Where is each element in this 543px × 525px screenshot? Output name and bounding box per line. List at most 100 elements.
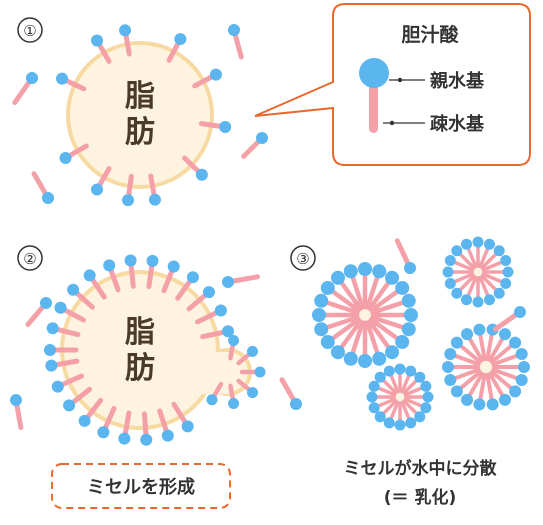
hydrophilic-head [473, 398, 486, 411]
free-bile-acid [394, 238, 416, 274]
micelle-bile-acid [365, 320, 387, 366]
panel-3-free-bile-acids [394, 238, 526, 332]
panel-3-micelles [312, 236, 530, 431]
hydrophilic-head [122, 194, 135, 207]
hydrophilic-head [202, 286, 215, 299]
hydrophilic-head [118, 432, 131, 445]
micelle-bile-acid [369, 317, 410, 350]
hydrophilic-head [140, 433, 153, 446]
hydrophilic-head [483, 238, 495, 250]
micelle-bile-acid [51, 373, 85, 393]
hydrophilic-head [420, 402, 432, 414]
hydrophilic-head [254, 366, 266, 378]
panel-1-number: ① [23, 22, 36, 40]
hydrophilic-head [509, 336, 522, 349]
fat-label-2-bottom: 肪 [125, 351, 155, 386]
bile-acid-legend-callout: 胆汁酸 親水基 疎水基 [254, 3, 531, 166]
micelle-bile-acid [320, 280, 361, 313]
hydrophilic-head [518, 361, 530, 373]
hydrophilic-head [461, 328, 473, 341]
micelle-bile-acid [478, 275, 495, 306]
micelle-bile-acid [78, 397, 104, 427]
micelle-bile-acid [236, 378, 259, 399]
micelle-bile-acid [140, 411, 153, 446]
micelle-bile-acid [45, 358, 80, 372]
hydrophilic-head [385, 270, 400, 285]
hydrophilic-head [10, 394, 22, 406]
micelle-bile-acid [383, 400, 400, 429]
micelle-bile-acid [370, 293, 416, 315]
micelle-bile-acid [124, 254, 137, 289]
panel-2-caption: ミセルを形成 [87, 476, 195, 498]
legend-title: 胆汁酸 [401, 23, 459, 46]
micelle-bile-acid [472, 236, 484, 268]
hydrophilic-head [358, 354, 372, 368]
micelle-bile-acid [374, 371, 398, 395]
panel-2-number-badge: ② [17, 245, 43, 271]
attached-bile-acid [56, 72, 87, 92]
micelle-bile-acid [451, 274, 476, 299]
attached-bile-acid [119, 24, 132, 57]
micelle-bile-acid [83, 269, 107, 300]
hydrophilic-head [91, 34, 103, 47]
hydrophilic-head [42, 192, 54, 204]
micelle-bile-acid [461, 328, 484, 363]
micelle-bile-acid [314, 293, 360, 315]
micelle-bile-acid [103, 259, 121, 293]
panel-3-number: ③ [296, 250, 309, 268]
micelle-bile-acid [481, 255, 512, 272]
micelle-bile-acid [343, 264, 365, 310]
micelle-bile-acid [485, 372, 499, 411]
hydrophilic-head [26, 72, 38, 84]
hydrophilic-head [374, 411, 386, 423]
attached-bile-acid [198, 120, 232, 133]
hydrophilic-head [515, 373, 528, 386]
hydrophilic-head [404, 308, 418, 322]
hydrophilic-head [404, 262, 416, 274]
hydrophilic-head [54, 301, 67, 314]
hydrophilic-head [148, 193, 161, 206]
hydrophilic-head [442, 361, 454, 373]
micelle-bile-acid [383, 365, 400, 394]
panel-3-caption-line2: (＝ 乳化) [384, 487, 456, 508]
micelle-bile-acid [461, 275, 478, 306]
hydrophilic-head [214, 304, 227, 317]
hydrophilic-head [394, 363, 406, 375]
micelle-bile-acid [402, 399, 426, 423]
free-bile-acid [228, 24, 244, 60]
hydrophilic-head [422, 391, 434, 403]
panel-2-free-bile-acids [10, 274, 302, 431]
micelle-bile-acid [157, 408, 174, 442]
micelle-bile-acid [67, 283, 95, 310]
hydrophilic-head [500, 277, 512, 289]
hydrophilic-head [314, 322, 329, 337]
micelle-bile-acid [367, 270, 400, 311]
hydrophilic-head [256, 132, 268, 144]
micelle-bile-acid [488, 328, 511, 363]
hydrophilic-head [59, 152, 72, 164]
micelle-bile-acid [228, 383, 240, 410]
micelle-bile-acid [206, 381, 224, 406]
attached-bile-acid [192, 68, 222, 89]
hydrophilic-head [493, 245, 505, 257]
micelle-bile-acid [480, 274, 505, 299]
hydrophilic-head [195, 168, 208, 181]
micelle-bile-acid [488, 371, 511, 406]
hydrophilic-head [174, 33, 187, 46]
micelle-bile-acid [314, 315, 360, 337]
attached-bile-acid [166, 33, 187, 63]
hydrophilic-head [499, 393, 511, 406]
hydrophilic-head [343, 351, 358, 366]
micelle-bile-acid [171, 401, 194, 433]
hydrophilic-head [161, 429, 174, 442]
free-bile-acid [492, 306, 526, 332]
micelle [442, 323, 530, 411]
hydrophilic-head [500, 255, 512, 267]
micelle-bile-acid [195, 304, 227, 325]
hydrophilic-head [228, 24, 240, 36]
hydrophilic-head [493, 287, 505, 299]
hydrophilic-head [414, 371, 426, 383]
attached-bile-acid [91, 166, 112, 196]
micelle-bile-acid [186, 286, 215, 312]
